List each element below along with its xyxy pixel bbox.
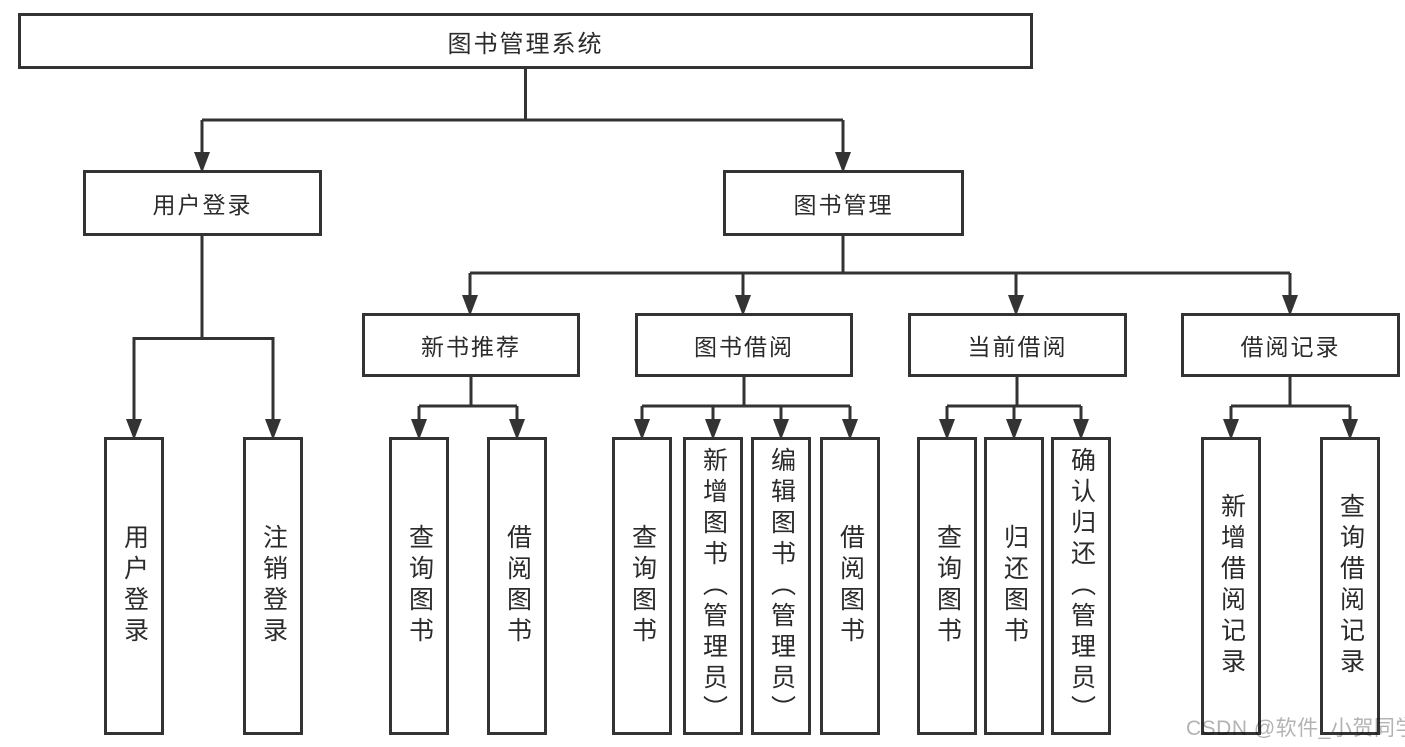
node-book-management: 图书管理 xyxy=(723,170,964,236)
leaf-add-borrow-record: 新增借阅记录 xyxy=(1201,437,1261,735)
node-label: 查询图书 xyxy=(933,524,962,648)
node-borrow-records: 借阅记录 xyxy=(1181,313,1400,377)
node-label: 注销登录 xyxy=(259,524,288,648)
leaf-logout: 注销登录 xyxy=(243,437,303,735)
leaf-query-books-recommend: 查询图书 xyxy=(389,437,449,735)
node-label: 用户登录 xyxy=(120,524,149,648)
node-label: 借阅图书 xyxy=(836,524,865,648)
node-label: 编辑图书（管理员） xyxy=(767,446,796,726)
leaf-confirm-return-admin: 确认归还（管理员） xyxy=(1051,437,1111,735)
leaf-borrow-books: 借阅图书 xyxy=(820,437,880,735)
node-new-book-recommend: 新书推荐 xyxy=(362,313,580,377)
node-current-borrow: 当前借阅 xyxy=(908,313,1127,377)
leaf-edit-book-admin: 编辑图书（管理员） xyxy=(751,437,811,735)
node-label: 新书推荐 xyxy=(421,334,521,360)
node-label: 用户登录 xyxy=(152,192,253,218)
node-label: 图书借阅 xyxy=(694,334,794,360)
leaf-add-book-admin: 新增图书（管理员） xyxy=(683,437,743,735)
leaf-query-books-borrow: 查询图书 xyxy=(612,437,672,735)
node-label: 归还图书 xyxy=(1000,524,1029,648)
tree-edges xyxy=(132,69,1352,421)
leaf-query-borrow-record: 查询借阅记录 xyxy=(1320,437,1380,735)
watermark: CSDN @软件_小贺同学 xyxy=(1186,717,1405,740)
arrowheads xyxy=(126,152,1358,440)
node-label: 确认归还（管理员） xyxy=(1067,446,1096,726)
node-book-borrow: 图书借阅 xyxy=(635,313,853,377)
node-label: 图书管理系统 xyxy=(447,30,604,58)
node-label: 查询借阅记录 xyxy=(1336,493,1365,679)
leaf-borrow-books-recommend: 借阅图书 xyxy=(487,437,547,735)
leaf-return-book: 归还图书 xyxy=(984,437,1044,735)
node-label: 当前借阅 xyxy=(967,334,1068,360)
node-label: 借阅记录 xyxy=(1240,334,1341,360)
node-label: 图书管理 xyxy=(793,192,894,218)
node-label: 借阅图书 xyxy=(503,524,532,648)
leaf-query-books-current: 查询图书 xyxy=(917,437,977,735)
leaf-user-login: 用户登录 xyxy=(104,437,164,735)
node-label: 查询图书 xyxy=(405,524,434,648)
node-label: 新增借阅记录 xyxy=(1217,493,1246,679)
node-user-login: 用户登录 xyxy=(83,170,322,236)
node-label: 查询图书 xyxy=(628,524,657,648)
node-library-system: 图书管理系统 xyxy=(18,13,1033,69)
node-label: 新增图书（管理员） xyxy=(699,446,728,726)
